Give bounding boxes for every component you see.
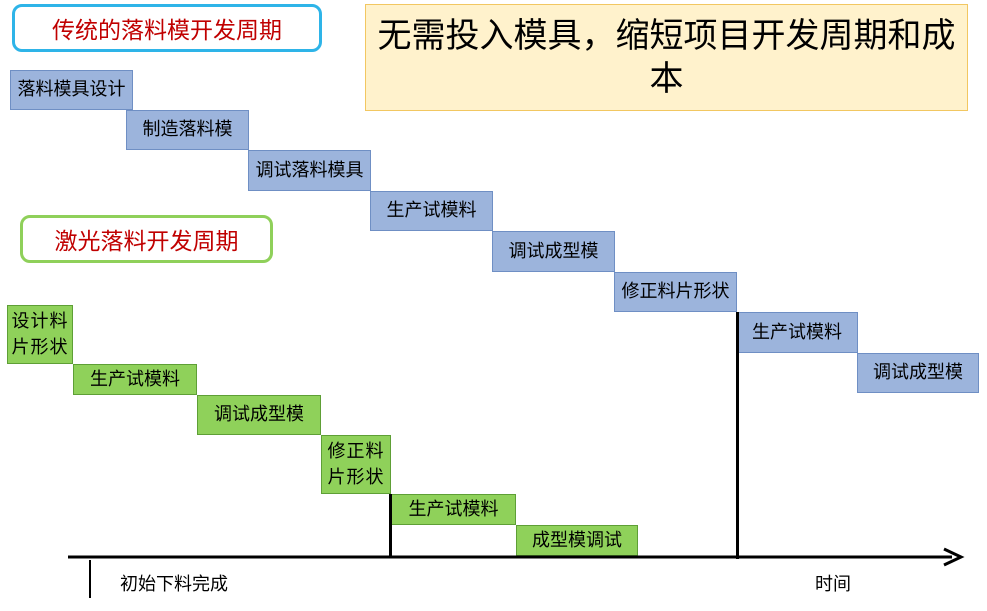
traditional-step-2: 制造落料模 <box>126 110 249 150</box>
laser-step-3: 调试成型模 <box>197 395 321 435</box>
traditional-step-6: 修正料片形状 <box>614 272 737 312</box>
initial-cut-marker <box>89 560 91 598</box>
laser-step-1: 设计料片形状 <box>7 305 73 364</box>
laser-cycle-label: 激光落料开发周期 <box>20 215 273 263</box>
traditional-cycle-label: 传统的落料模开发周期 <box>12 4 322 52</box>
laser-step-4: 修正料片形状 <box>321 435 391 494</box>
laser-step-6: 成型模调试 <box>516 525 638 556</box>
traditional-step-4: 生产试模料 <box>370 191 493 231</box>
traditional-step-3: 调试落料模具 <box>248 150 371 191</box>
time-axis-arrow-icon <box>943 547 965 567</box>
laser-milestone-line <box>389 494 392 557</box>
traditional-step-5: 调试成型模 <box>492 231 615 272</box>
traditional-step-7: 生产试模料 <box>736 312 858 353</box>
initial-cut-label: 初始下料完成 <box>120 574 228 595</box>
laser-step-2: 生产试模料 <box>73 364 197 395</box>
traditional-step-8: 调试成型模 <box>857 353 979 393</box>
traditional-step-1: 落料模具设计 <box>10 70 133 110</box>
traditional-milestone-line <box>736 312 739 559</box>
laser-step-5: 生产试模料 <box>391 494 516 525</box>
time-axis-label: 时间 <box>815 574 851 595</box>
headline-box: 无需投入模具，缩短项目开发周期和成本 <box>365 4 968 111</box>
